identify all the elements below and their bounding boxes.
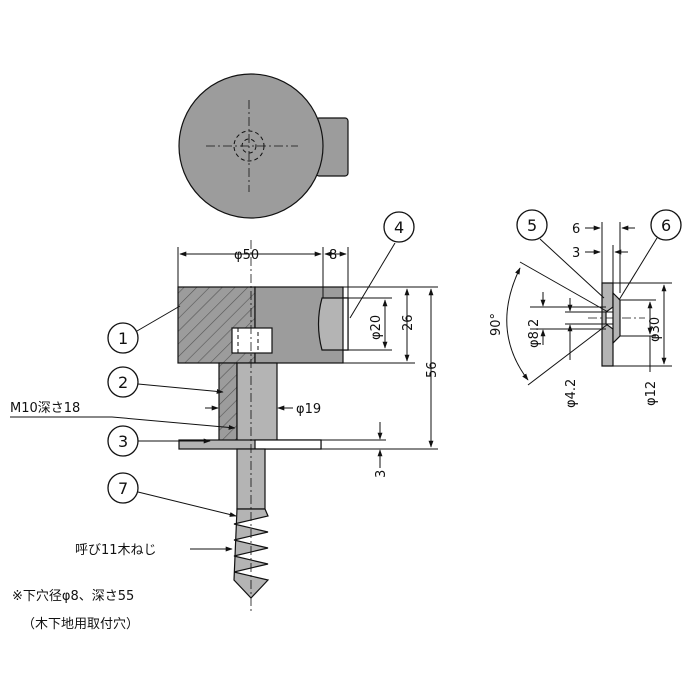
plate-inner [254,439,322,450]
internal-thread-label: M10深さ18 [10,401,80,416]
dim-plate-thickness: 3 [374,470,389,478]
callout-7-circle [107,472,139,504]
angle-line-lower [527,323,609,386]
dim-body-diameter: φ50 [234,248,259,263]
internal-thread-leader [111,416,236,430]
note-line-1: ※下穴径φ8、深さ55 [12,589,134,604]
dim-washer-bore: φ12 [644,381,659,406]
note-line-2: （木下地用取付穴） [22,617,139,632]
side-section-view [177,240,349,612]
leader-4 [349,242,396,319]
callout-4: 4 [394,218,404,237]
callouts: 1 2 3 7 4 M10深さ18 呼び11木ねじ ※下穴径φ8、深さ55 （木… [10,211,415,632]
side-dimensions: φ50 8 φ20 26 56 3 φ19 [177,247,440,478]
dim-sleeve-diameter: φ19 [296,402,321,417]
dim-hole-diameter: φ4.2 [564,379,579,408]
leader-1 [136,305,181,332]
dim-washer-thickness: 3 [572,246,580,261]
insert-cavity [231,327,273,354]
callout-1-circle [107,322,139,354]
dim-body-height: 26 [401,314,416,331]
wood-screw-spec-label: 呼び11木ねじ [75,543,157,558]
leader-2 [137,383,224,394]
sleeve-section [218,362,238,444]
callout-3-circle [107,425,139,457]
dim-magnet-protrusion: 8 [329,248,337,263]
angle-arc [506,267,529,381]
callout-2: 2 [118,373,128,392]
dim-countersink-angle: 90° [489,313,504,336]
top-view [178,73,349,219]
angle-line-upper [519,261,609,313]
dim-magnet-diameter: φ20 [369,315,384,340]
washer-detail-view: 6 3 90° φ8.2 φ4.2 φ30 φ12 5 [489,209,682,408]
leader-7 [137,491,237,517]
callout-2-circle [107,366,139,398]
magnet-face [342,297,349,351]
callout-3: 3 [118,432,128,451]
leader-6 [618,237,658,301]
callout-5: 5 [527,216,537,235]
callout-6: 6 [661,216,671,235]
callout-5-circle [516,209,548,241]
dim-washer-overall-thickness: 6 [572,222,580,237]
callout-4-circle [383,211,415,243]
dim-countersink-diameter: φ8.2 [527,319,542,348]
leader-5 [539,238,605,299]
callout-7: 7 [118,479,128,498]
callout-6-circle [650,209,682,241]
screw-head [612,291,621,345]
top-view-body-circle [178,73,324,219]
sleeve-outside [236,362,278,444]
callout-1: 1 [118,329,128,348]
dim-overall-height: 56 [425,361,440,378]
